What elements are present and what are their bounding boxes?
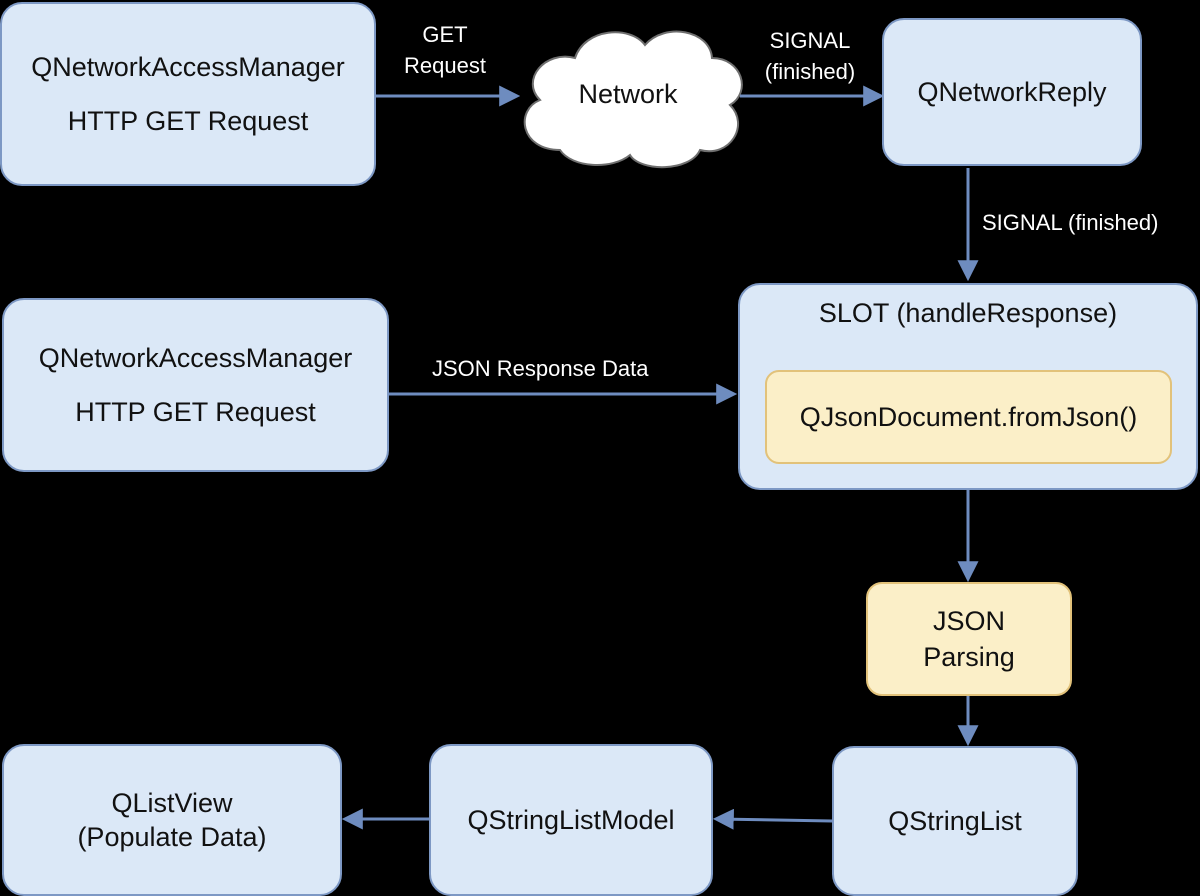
node-subtitle: HTTP GET Request: [75, 397, 316, 427]
node-title: QNetworkReply: [917, 76, 1107, 107]
node-title: QStringListModel: [467, 804, 675, 835]
node-title: QStringList: [888, 805, 1022, 836]
edge-stringlist-to-model: [712, 808, 833, 830]
node-subtitle: Parsing: [923, 642, 1015, 672]
node-title: QJsonDocument.fromJson(): [799, 401, 1138, 432]
edge-label-line: (finished): [764, 58, 856, 84]
edge-label-line: SIGNAL: [769, 28, 851, 53]
edge-label-signal-finished-2: SIGNAL (finished): [982, 210, 1159, 235]
qstringlist-node: QStringList: [832, 746, 1078, 896]
network-cloud: [523, 30, 743, 169]
node-title: QListView: [111, 787, 233, 818]
qnetworkaccessmanager-top-node: QNetworkAccessManager HTTP GET Request: [0, 2, 376, 186]
qjsondocument-fromjson-node: QJsonDocument.fromJson(): [765, 370, 1172, 464]
qlistview-node: QListView (Populate Data): [2, 744, 342, 896]
node-subtitle: (Populate Data): [77, 822, 267, 852]
edge-label-line: GET: [422, 22, 468, 47]
json-parsing-node: JSON Parsing: [866, 582, 1072, 696]
network-label: Network: [578, 79, 678, 109]
edge-label-json-response: JSON Response Data: [432, 356, 649, 381]
qnetworkreply-node: QNetworkReply: [882, 18, 1142, 166]
edge-label-line: Request: [404, 52, 486, 78]
node-title: QNetworkAccessManager: [31, 51, 345, 82]
qstringlistmodel-node: QStringListModel: [429, 744, 713, 896]
node-title: QNetworkAccessManager: [38, 342, 353, 373]
node-subtitle: HTTP GET Request: [67, 106, 309, 136]
edge-label-get-request: GET Request: [395, 20, 495, 82]
slot-title: SLOT (handleResponse): [818, 298, 1118, 328]
edge-label-signal-finished-1: SIGNAL (finished): [750, 26, 870, 88]
node-title: JSON: [932, 605, 1005, 636]
qnetworkaccessmanager-mid-node: QNetworkAccessManager HTTP GET Request: [2, 298, 389, 472]
